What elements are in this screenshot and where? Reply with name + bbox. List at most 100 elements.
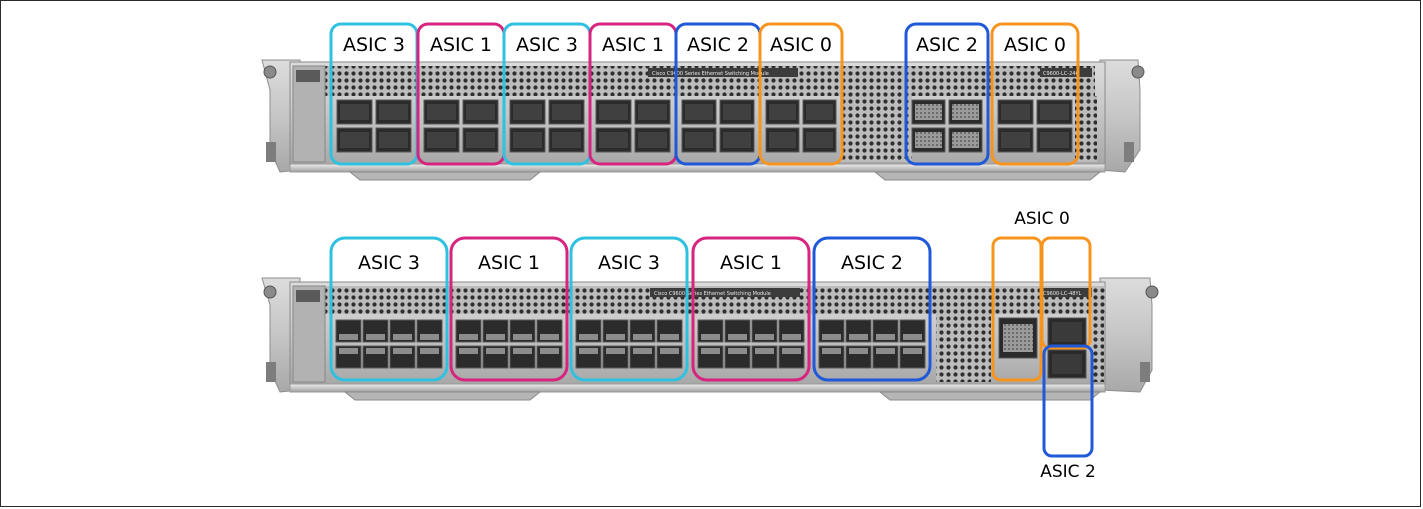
top-module-banner: Cisco C9600 Series Ethernet Switching Mo…: [652, 71, 769, 77]
bottom-port-latch: [366, 334, 385, 340]
top-port-cage: [340, 132, 369, 148]
top-port-cage: [1040, 104, 1069, 120]
bottom-port-latch: [728, 348, 747, 354]
bottom-port-latch: [459, 334, 478, 340]
bottom-port-latch: [701, 334, 720, 340]
bottom-port-latch: [339, 334, 358, 340]
uplink-asic2-box: [1042, 344, 1094, 458]
bottom-port-latch: [513, 348, 532, 354]
bottom-port-latch: [393, 334, 412, 340]
top-asic-box: [758, 22, 844, 166]
top-port-cage: [552, 132, 581, 148]
top-port-cage: [427, 132, 456, 148]
top-asic-label: ASIC 1: [602, 34, 664, 56]
top-port-cage: [340, 104, 369, 120]
bottom-port-latch: [633, 334, 652, 340]
bottom-port-latch: [606, 348, 625, 354]
top-right-ejector: [1099, 59, 1145, 173]
bottom-asic-label: ASIC 1: [478, 252, 540, 274]
bottom-port-latch: [876, 348, 895, 354]
bottom-port-latch: [633, 348, 652, 354]
top-port-cage: [723, 104, 751, 120]
bottom-asic-box: [691, 236, 811, 382]
bottom-port-latch: [755, 334, 774, 340]
top-asic-box: [990, 22, 1080, 166]
top-port-cage: [599, 132, 628, 148]
top-port-cage: [466, 104, 495, 120]
bottom-port-latch: [782, 334, 801, 340]
bottom-asic-box: [329, 236, 449, 382]
bottom-port-latch: [420, 348, 439, 354]
bottom-port-latch: [366, 348, 385, 354]
top-port-groups: [336, 99, 1073, 153]
top-asic-boxes: ASIC 3 ASIC 1 ASIC 3 ASIC 1 ASIC 2 ASIC 0 ASIC…: [329, 22, 1080, 166]
top-asic-label: ASIC 1: [430, 34, 492, 56]
top-port-cage: [638, 104, 667, 120]
bottom-asic-label: ASIC 3: [358, 252, 420, 274]
bottom-port-latch: [486, 334, 505, 340]
bottom-port-latch: [903, 348, 922, 354]
top-port-cage: [685, 104, 713, 120]
top-port-cage: [1001, 104, 1030, 120]
bottom-port-groups: [335, 319, 926, 369]
top-asic-label: ASIC 3: [343, 34, 405, 56]
top-port-cage: [638, 132, 667, 148]
uplink-asic0-label: ASIC 0: [1014, 209, 1070, 229]
bottom-port-latch: [782, 348, 801, 354]
top-asic-label: ASIC 0: [1004, 34, 1066, 56]
bottom-port-latch: [701, 348, 720, 354]
top-port-cage: [466, 132, 495, 148]
bottom-asic-box: [812, 236, 932, 382]
bottom-port-latch: [459, 348, 478, 354]
top-port-cage: [513, 104, 542, 120]
bottom-module-banner: Cisco C9600 Series Ethernet Switching Mo…: [654, 291, 771, 297]
bottom-port-latch: [903, 334, 922, 340]
bottom-port-latch: [513, 334, 532, 340]
top-module-banner-bg: [648, 68, 798, 77]
bottom-port-latch: [660, 334, 679, 340]
bottom-port-latch: [339, 348, 358, 354]
bottom-port-latch: [660, 348, 679, 354]
top-asic-label: ASIC 2: [916, 34, 978, 56]
top-port-cage: [952, 104, 979, 120]
top-port-cage: [1001, 132, 1030, 148]
bottom-port-latch: [849, 334, 868, 340]
bottom-port-latch: [849, 348, 868, 354]
bottom-port-latch: [728, 334, 747, 340]
top-asic-label: ASIC 0: [770, 34, 832, 56]
bottom-line-card: Cisco C9600 Series Ethernet Switching Mo…: [261, 277, 1159, 401]
bottom-port-latch: [606, 334, 625, 340]
top-port-cage: [685, 132, 713, 148]
top-port-cage: [769, 104, 796, 120]
bottom-port-latch: [420, 334, 439, 340]
bottom-module-model: C9600-LC-48YL: [1043, 291, 1082, 297]
top-port-cage: [915, 132, 942, 148]
top-port-cage: [915, 104, 942, 120]
bottom-port-latch: [822, 348, 841, 354]
bottom-port-latch: [755, 348, 774, 354]
bottom-port-latch: [393, 348, 412, 354]
top-port-cage: [552, 104, 581, 120]
top-port-cage: [379, 132, 408, 148]
top-port-cage: [427, 104, 456, 120]
top-line-card: Cisco C9600 Series Ethernet Switching Mo…: [261, 59, 1145, 181]
top-port-cage: [723, 132, 751, 148]
top-asic-label: ASIC 3: [516, 34, 578, 56]
bottom-port-latch: [486, 348, 505, 354]
bottom-asic-box: [449, 236, 569, 382]
bottom-port-latch: [579, 334, 598, 340]
bottom-port-latch: [579, 348, 598, 354]
top-port-cage: [379, 104, 408, 120]
top-port-cage: [513, 132, 542, 148]
top-port-cage: [952, 132, 979, 148]
top-port-cage: [806, 132, 833, 148]
top-asic-box: [904, 22, 990, 166]
bottom-port-latch: [540, 334, 559, 340]
top-port-cage: [769, 132, 796, 148]
top-port-cage: [599, 104, 628, 120]
uplink-asic2-label: ASIC 2: [1040, 462, 1096, 482]
top-port-cage: [1040, 132, 1069, 148]
uplink-asic-boxes: ASIC 0 ASIC 2: [991, 209, 1096, 482]
uplink-ports: [998, 317, 1087, 379]
